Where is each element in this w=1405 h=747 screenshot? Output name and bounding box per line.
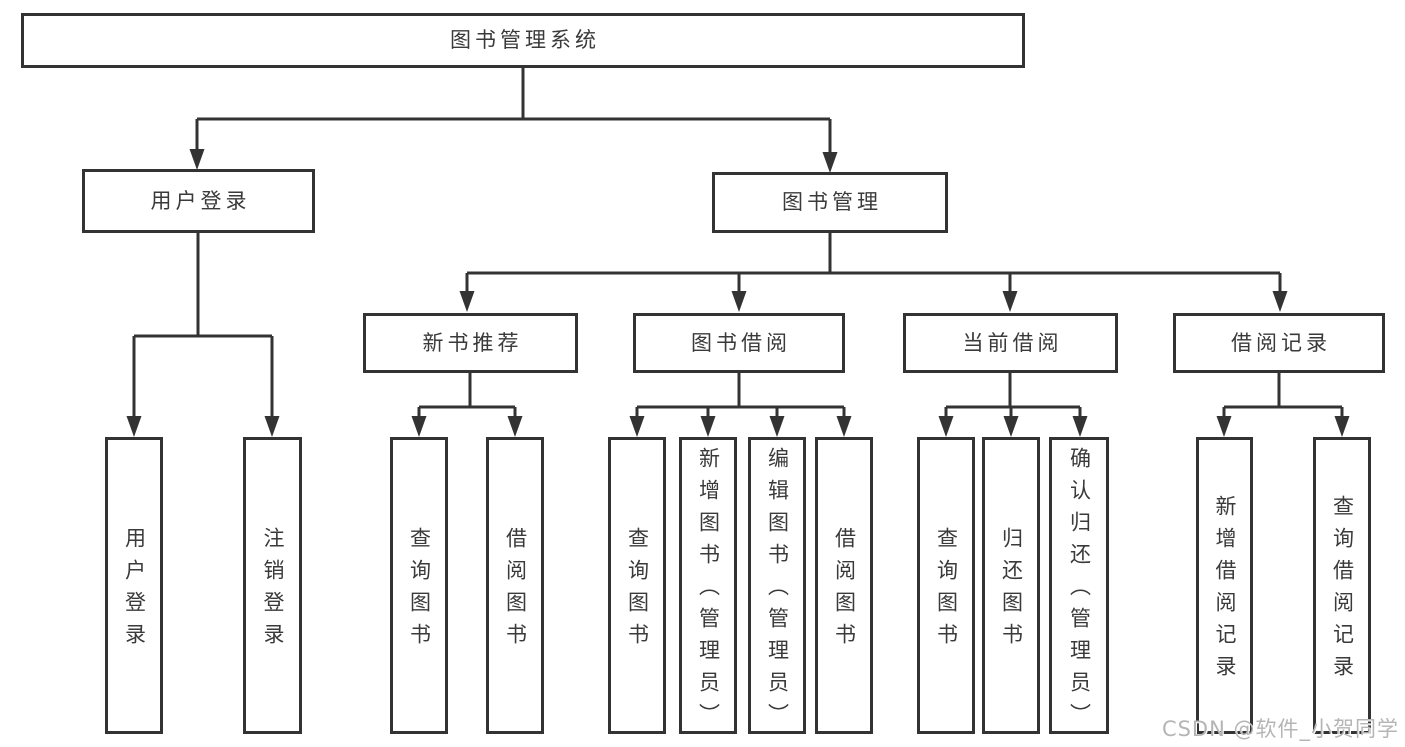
node-label: 新书推荐 xyxy=(422,330,523,355)
node-book-borrowing: 图书借阅 xyxy=(633,313,845,373)
leaf-add-borrow-record: 新增借阅记录 xyxy=(1196,437,1253,734)
leaf-label: 查询图书 xyxy=(407,527,432,655)
node-label: 图书管理 xyxy=(782,190,882,214)
leaf-label: 确认归还（管理员） xyxy=(1067,447,1092,735)
leaf-logout: 注销登录 xyxy=(243,437,302,734)
leaf-label: 注销登录 xyxy=(261,527,285,655)
leaf-query-books-current: 查询图书 xyxy=(917,437,975,734)
node-label: 用户登录 xyxy=(150,188,251,213)
node-label: 图书借阅 xyxy=(691,330,791,355)
node-borrowing-records: 借阅记录 xyxy=(1173,313,1385,373)
node-label: 当前借阅 xyxy=(962,330,1063,355)
leaf-label: 借阅图书 xyxy=(832,527,857,655)
leaf-label: 编辑图书（管理员） xyxy=(765,447,790,735)
leaf-confirm-return-admin: 确认归还（管理员） xyxy=(1049,437,1109,735)
leaf-label: 查询图书 xyxy=(934,527,959,655)
csdn-watermark: CSDN @软件_小贺同学 xyxy=(1161,717,1399,741)
node-current-borrowing: 当前借阅 xyxy=(903,313,1118,373)
leaf-label: 用户登录 xyxy=(122,527,147,655)
node-book-management: 图书管理 xyxy=(712,172,948,233)
leaf-label: 借阅图书 xyxy=(503,527,528,655)
node-library-management-system: 图书管理系统 xyxy=(21,13,1025,68)
node-label: 借阅记录 xyxy=(1231,330,1331,355)
leaf-return-books: 归还图书 xyxy=(982,437,1040,734)
leaf-label: 新增借阅记录 xyxy=(1213,495,1237,687)
leaf-edit-book-admin: 编辑图书（管理员） xyxy=(748,437,806,735)
leaf-borrow-books-recommend: 借阅图书 xyxy=(486,437,544,734)
leaf-user-login: 用户登录 xyxy=(105,437,163,734)
leaf-query-books-recommend: 查询图书 xyxy=(390,437,448,734)
node-new-book-recommend: 新书推荐 xyxy=(363,313,578,373)
node-user-login: 用户登录 xyxy=(82,169,315,233)
leaf-label: 查询图书 xyxy=(625,527,650,655)
node-label: 图书管理系统 xyxy=(450,28,600,52)
leaf-label: 新增图书（管理员） xyxy=(696,447,721,735)
leaf-query-books-borrowing: 查询图书 xyxy=(608,437,666,734)
leaf-query-borrow-record: 查询借阅记录 xyxy=(1313,437,1371,734)
leaf-borrow-books-borrowing: 借阅图书 xyxy=(815,437,873,734)
leaf-label: 归还图书 xyxy=(999,527,1024,655)
leaf-label: 查询借阅记录 xyxy=(1330,495,1355,687)
leaf-add-book-admin: 新增图书（管理员） xyxy=(679,437,737,735)
